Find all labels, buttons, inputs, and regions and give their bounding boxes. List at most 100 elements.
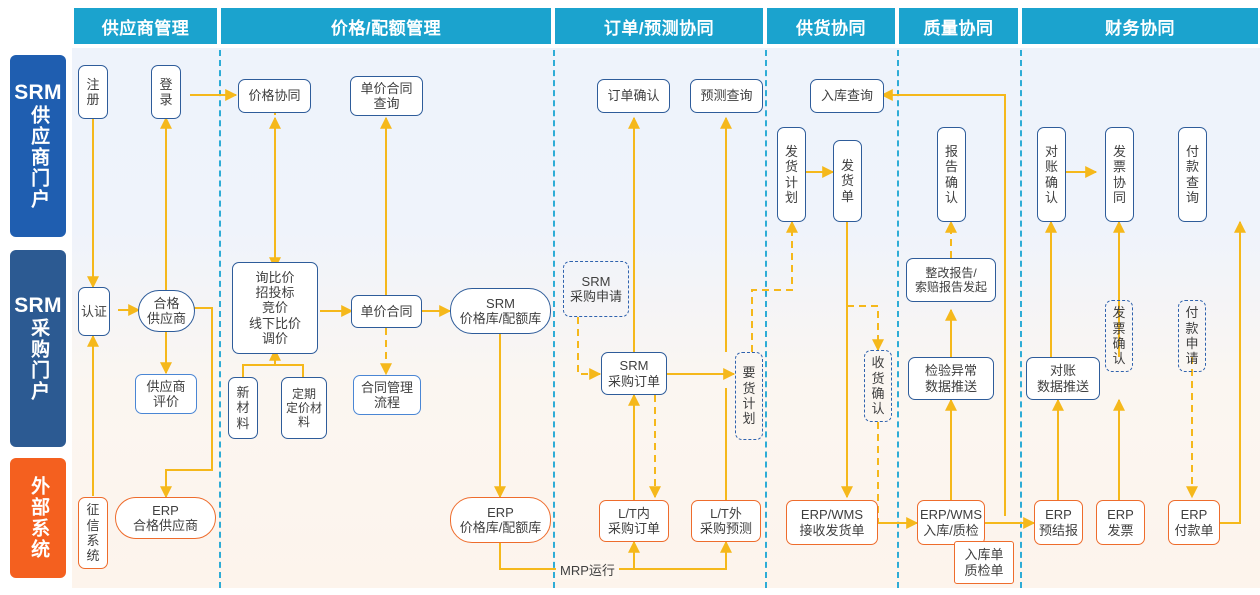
node-login[interactable]: 登录 — [151, 65, 181, 119]
bottom-strip — [0, 588, 1260, 595]
column-divider-3 — [765, 50, 767, 588]
node-order-confirmation[interactable]: 订单确认 — [597, 79, 670, 113]
node-unit-price-contract[interactable]: 单价合同 — [351, 295, 422, 328]
node-label: 入库单 质检单 — [964, 547, 1004, 578]
node-label: 新材料 — [236, 385, 250, 431]
node-label: ERP 发票 — [1107, 507, 1134, 538]
node-inspection-exception-push[interactable]: 检验异常 数据推送 — [908, 357, 994, 400]
column-header-supplier-management[interactable]: 供应商管理 — [74, 8, 217, 44]
node-label: SRM 价格库/配额库 — [459, 295, 542, 326]
column-divider-4 — [897, 50, 899, 588]
node-label: 定期 定价材料 — [285, 386, 322, 430]
node-erp-invoice[interactable]: ERP 发票 — [1096, 500, 1145, 545]
node-label: 发票确认 — [1112, 305, 1126, 367]
node-label: L/T外 采购预测 — [699, 505, 752, 536]
node-label: 整改报告/ 索赔报告发起 — [914, 265, 987, 294]
node-inbound-inspection-doc[interactable]: 入库单 质检单 — [954, 541, 1014, 584]
node-lt-external-purchase-forecast[interactable]: L/T外 采购预测 — [691, 500, 761, 542]
column-divider-2 — [553, 50, 555, 588]
node-forecast-query[interactable]: 预测查询 — [690, 79, 763, 113]
node-label: 合同管理 流程 — [360, 379, 413, 410]
lane-label-cn: 采购门户 — [28, 318, 50, 403]
node-invoice-confirmation[interactable]: 发票确认 — [1105, 300, 1133, 372]
node-label: ERP/WMS 入库/质检 — [919, 507, 983, 538]
lane-srm-purchase-portal[interactable]: SRM 采购门户 — [10, 250, 66, 447]
node-label: 对账确认 — [1044, 143, 1058, 205]
node-erp-pre-settlement[interactable]: ERP 预结报 — [1034, 500, 1083, 545]
node-lt-internal-purchase-order[interactable]: L/T内 采购订单 — [599, 500, 669, 542]
column-header-supply-collaboration[interactable]: 供货协同 — [767, 8, 895, 44]
node-label: 认证 — [81, 303, 108, 319]
node-demand-plan[interactable]: 要货计划 — [735, 352, 763, 440]
column-divider-1 — [219, 50, 221, 588]
node-erp-wms-receive-delivery[interactable]: ERP/WMS 接收发货单 — [786, 500, 878, 545]
node-label: SRM 采购申请 — [569, 273, 622, 304]
node-rectification-claim-report[interactable]: 整改报告/ 索赔报告发起 — [906, 258, 996, 302]
node-erp-wms-inbound-inspection[interactable]: ERP/WMS 入库/质检 — [917, 500, 985, 545]
lane-label-cn: 供应商门户 — [28, 105, 50, 211]
node-label: 发票协同 — [1112, 143, 1126, 205]
node-srm-purchase-order[interactable]: SRM 采购订单 — [601, 352, 667, 395]
node-label: 发货计划 — [784, 143, 798, 205]
node-payment-application[interactable]: 付款申请 — [1178, 300, 1206, 372]
node-delivery-plan[interactable]: 发货计划 — [777, 127, 806, 222]
node-srm-purchase-requisition[interactable]: SRM 采购申请 — [563, 261, 629, 317]
node-label: L/T内 采购订单 — [607, 505, 660, 536]
node-certification[interactable]: 认证 — [78, 287, 110, 336]
node-srm-price-quota-library[interactable]: SRM 价格库/配额库 — [450, 288, 551, 334]
column-header-quality-collaboration[interactable]: 质量协同 — [899, 8, 1018, 44]
node-payment-query[interactable]: 付款查询 — [1178, 127, 1207, 222]
column-header-price-quota-management[interactable]: 价格/配额管理 — [221, 8, 551, 44]
node-supplier-evaluation[interactable]: 供应商 评价 — [135, 374, 197, 414]
node-report-confirmation[interactable]: 报告确认 — [937, 127, 966, 222]
lane-srm-supplier-portal[interactable]: SRM 供应商门户 — [10, 55, 66, 237]
node-label: SRM 采购订单 — [607, 358, 660, 389]
node-unit-price-contract-query[interactable]: 单价合同 查询 — [350, 76, 423, 116]
node-erp-qualified-supplier[interactable]: ERP 合格供应商 — [115, 497, 216, 539]
node-label: 单价合同 查询 — [360, 80, 413, 111]
node-label: 要货计划 — [742, 365, 756, 427]
node-inquiry-bidding[interactable]: 询比价 招投标 竞价 线下比价 调价 — [232, 262, 318, 354]
node-erp-payment-note[interactable]: ERP 付款单 — [1168, 500, 1220, 545]
node-label: 订单确认 — [607, 88, 660, 104]
node-label: 付款查询 — [1185, 143, 1199, 205]
node-label: 对账 数据推送 — [1036, 363, 1089, 394]
node-label: ERP 合格供应商 — [132, 502, 198, 533]
node-qualified-supplier[interactable]: 合格 供应商 — [138, 290, 195, 332]
node-receipt-confirmation[interactable]: 收货确认 — [864, 350, 892, 422]
lane-label-en: SRM — [14, 293, 62, 317]
lane-label-cn: 外部系统 — [28, 476, 50, 560]
node-label: 价格协同 — [248, 88, 301, 104]
node-label: 供应商 评价 — [146, 378, 186, 409]
column-divider-5 — [1020, 50, 1022, 588]
lane-external-system[interactable]: 外部系统 — [10, 458, 66, 578]
node-label: 征信系统 — [86, 502, 100, 564]
node-label: ERP 预结报 — [1038, 507, 1078, 538]
node-price-collaboration[interactable]: 价格协同 — [238, 79, 311, 113]
node-label: ERP 价格库/配额库 — [459, 504, 542, 535]
node-label: ERP 付款单 — [1174, 507, 1214, 538]
node-label: 收货确认 — [871, 355, 885, 417]
node-erp-price-quota-library[interactable]: ERP 价格库/配额库 — [450, 497, 551, 543]
node-label: ERP/WMS 接收发货单 — [799, 507, 865, 538]
node-reconciliation-data-push[interactable]: 对账 数据推送 — [1026, 357, 1100, 400]
node-label: 预测查询 — [700, 88, 753, 104]
node-register[interactable]: 注册 — [78, 65, 108, 119]
column-header-finance-collaboration[interactable]: 财务协同 — [1022, 8, 1258, 44]
node-label: 入库查询 — [820, 88, 873, 104]
node-periodic-priced-material[interactable]: 定期 定价材料 — [281, 377, 327, 439]
node-credit-system[interactable]: 征信系统 — [78, 497, 108, 569]
node-contract-management-process[interactable]: 合同管理 流程 — [353, 375, 421, 415]
node-new-material[interactable]: 新材料 — [228, 377, 258, 439]
node-delivery-note[interactable]: 发货单 — [833, 140, 862, 222]
lane-label-en: SRM — [14, 80, 62, 104]
column-header-order-forecast-collaboration[interactable]: 订单/预测协同 — [555, 8, 763, 44]
node-reconciliation-confirmation[interactable]: 对账确认 — [1037, 127, 1066, 222]
node-label: 注册 — [86, 76, 100, 107]
node-label: 发货单 — [840, 158, 854, 204]
mrp-run-label: MRP运行 — [556, 560, 619, 579]
node-inbound-query[interactable]: 入库查询 — [810, 79, 884, 113]
node-invoice-collaboration[interactable]: 发票协同 — [1105, 127, 1134, 222]
node-label: 登录 — [159, 76, 173, 107]
